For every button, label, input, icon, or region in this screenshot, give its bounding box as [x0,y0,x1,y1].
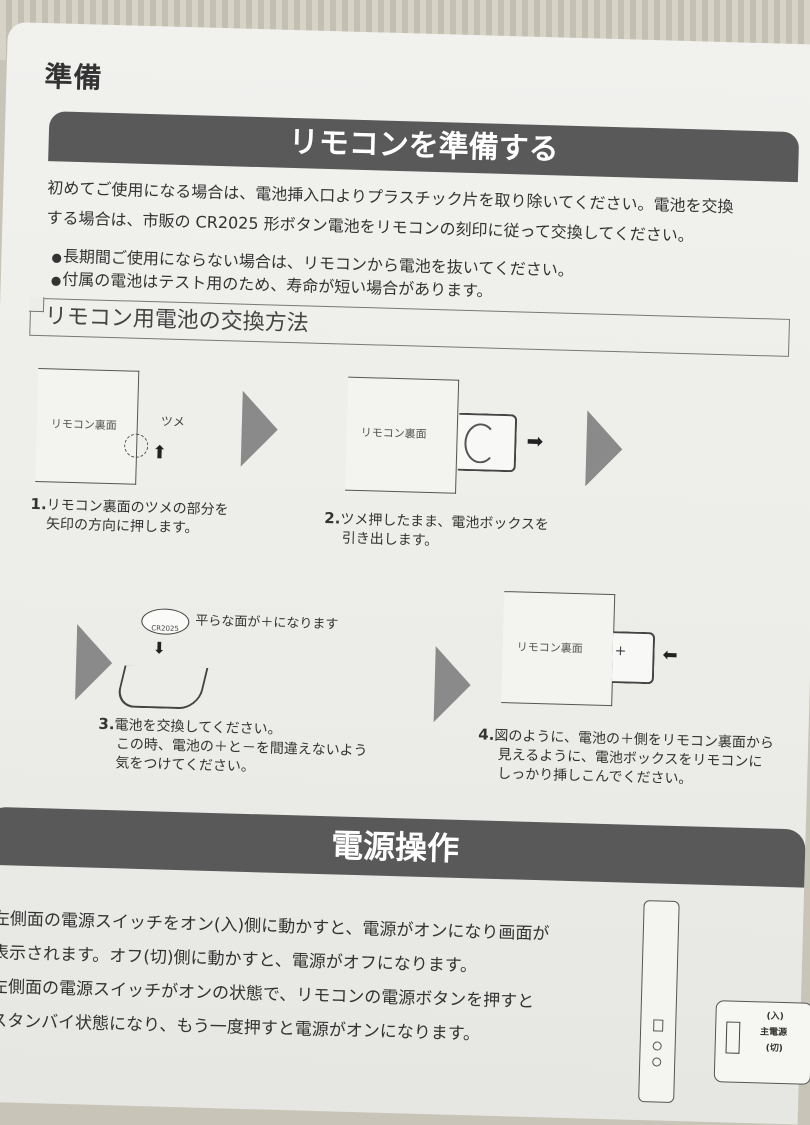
arrow-right-icon [433,646,472,724]
arrow-left-icon: ⬅ [662,644,678,666]
step-1-text: 1.リモコン裏面のツメの部分を 矢印の方向に押します。 [30,494,229,537]
intro-paragraph: 初めてご使用になる場合は、電池挿入口よりプラスチック片を取り除いてください。電池… [46,173,787,254]
arrow-right-small-icon: ➡ [526,428,544,454]
power-switch-icon [653,1019,664,1032]
step-4-text: 4.図のように、電池の＋側をリモコン裏面から 見えるように、電池ボックスをリモコ… [478,725,775,788]
tab-callout: ツメ ⬆ [123,405,186,467]
remote-back-diagram-1: リモコン裏面 [35,367,140,485]
arrow-down-icon: ⬇ [152,638,167,658]
remote-back-diagram-4: リモコン裏面 [501,591,616,707]
step-3-text: 3.電池を交換してください。 この時、電池の＋と－を間違えないよう 気をつけてく… [98,714,368,776]
power-paragraph: 左側面の電源スイッチをオン(入)側に動かすと、電源がオンになり画面が 表示されま… [0,902,633,1056]
step-number: 3. [98,714,115,734]
step-number: 1. [30,494,47,514]
battery-tray-icon [457,412,518,473]
switch-icon [725,1021,741,1054]
step-2-text: 2.ツメ押したまま、電池ボックスを 引き出します。 [324,509,550,550]
open-tray-icon [114,665,209,710]
arrow-right-icon [75,624,114,702]
arrow-up-icon: ⬆ [151,442,168,464]
plus-mark: + [614,643,627,660]
step-number: 2. [324,509,341,528]
remote-back-diagram-2: リモコン裏面 [345,376,460,494]
arrow-right-icon [240,390,279,468]
arrow-right-icon [585,410,624,488]
port-icon [652,1041,662,1051]
flat-side-label: 平らな面が＋になります [195,613,339,633]
remote-back-label: リモコン裏面 [50,417,117,433]
manual-page: 準備 リモコンを準備する 初めてご使用になる場合は、電池挿入口よりプラスチック片… [0,22,810,1125]
device-side-illustration [638,900,680,1104]
inserted-tray-icon: + [611,631,656,685]
remote-back-label: リモコン裏面 [360,426,427,441]
on-label: (入) [766,1011,784,1023]
coin-battery-icon: CR2025 [140,607,190,636]
port-icon [652,1057,662,1067]
tab-label: ツメ [160,414,186,430]
remote-prep-banner: リモコンを準備する [48,111,800,183]
section-label: 準備 [44,60,103,95]
power-operation-banner: 電源操作 [0,806,806,888]
switch-callout: (入) 主電源 (切) [713,1000,810,1085]
remote-back-label: リモコン裏面 [516,640,583,656]
main-power-label: 主電源 [759,1027,788,1039]
tab-circle [123,433,149,459]
step-number: 4. [478,725,495,744]
off-label: (切) [765,1043,783,1055]
